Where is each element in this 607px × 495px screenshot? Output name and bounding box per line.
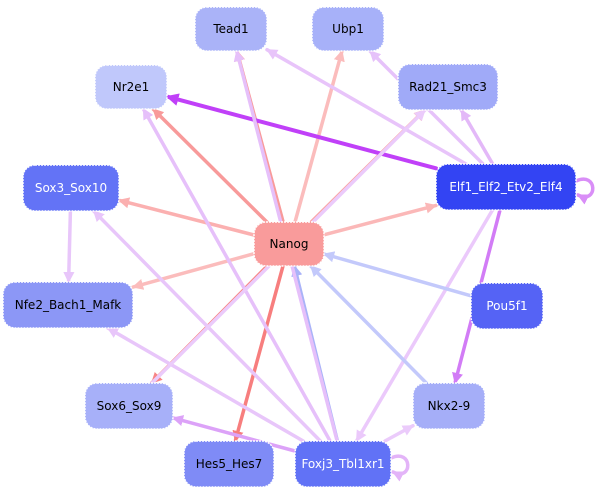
node-nfe2-bach1-mafk[interactable]: Nfe2_Bach1_Mafk <box>2 281 134 329</box>
edge-elf1-elf2-etv2-elf4-to-rad21-smc3[interactable] <box>459 108 495 166</box>
node-hes5-hes7[interactable]: Hes5_Hes7 <box>183 440 275 488</box>
edge-sox3-sox10-to-nfe2-bach1-mafk[interactable] <box>63 209 75 284</box>
edge-nanog-to-sox3-sox10[interactable] <box>117 197 256 237</box>
edge-elf1-elf2-etv2-elf4-to-tead1[interactable] <box>265 47 468 166</box>
edge-nkx2-9-to-nanog[interactable] <box>308 264 429 385</box>
edge-foxj3-tbl1xr1-to-nkx2-9[interactable] <box>383 423 415 443</box>
edge-nanog-to-elf1-elf2-etv2-elf4[interactable] <box>322 202 438 237</box>
node-box[interactable] <box>311 6 385 52</box>
node-box[interactable] <box>253 221 325 267</box>
edge-foxj3-tbl1xr1-to-sox6-sox9[interactable] <box>171 415 297 453</box>
edge-elf1-elf2-etv2-elf4-to-nr2e1[interactable] <box>165 93 438 171</box>
node-box[interactable] <box>2 281 134 329</box>
node-elf1-elf2-etv2-elf4[interactable]: Elf1_Elf2_Etv2_Elf4 <box>435 163 577 211</box>
node-box[interactable] <box>412 382 486 430</box>
node-rad21-smc3[interactable]: Rad21_Smc3 <box>397 63 499 111</box>
node-nkx2-9[interactable]: Nkx2-9 <box>412 382 486 430</box>
node-box[interactable] <box>22 164 120 212</box>
node-box[interactable] <box>294 440 392 488</box>
node-box[interactable] <box>470 282 544 330</box>
edge-elf1-elf2-etv2-elf4-to-elf1-elf2-etv2-elf4[interactable] <box>574 177 595 205</box>
node-foxj3-tbl1xr1[interactable]: Foxj3_Tbl1xr1 <box>294 440 392 488</box>
node-sox3-sox10[interactable]: Sox3_Sox10 <box>22 164 120 212</box>
node-ubp1[interactable]: Ubp1 <box>311 6 385 52</box>
edge-nanog-to-nfe2-bach1-mafk[interactable] <box>131 251 256 290</box>
edge-elf1-elf2-etv2-elf4-to-foxj3-tbl1xr1[interactable] <box>354 208 495 443</box>
node-box[interactable] <box>84 382 174 430</box>
node-nanog[interactable]: Nanog <box>253 221 325 267</box>
edge-pou5f1-to-nanog[interactable] <box>322 251 473 298</box>
node-nr2e1[interactable]: Nr2e1 <box>94 64 168 110</box>
edge-nanog-to-hes5-hes7[interactable] <box>232 264 285 443</box>
node-box[interactable] <box>183 440 275 488</box>
node-box[interactable] <box>435 163 577 211</box>
node-pou5f1[interactable]: Pou5f1 <box>470 282 544 330</box>
edge-foxj3-tbl1xr1-to-nr2e1[interactable] <box>141 107 332 443</box>
edge-foxj3-tbl1xr1-to-foxj3-tbl1xr1[interactable] <box>389 454 410 482</box>
edge-nanog-to-nr2e1[interactable] <box>151 107 269 224</box>
node-box[interactable] <box>94 64 168 110</box>
node-box[interactable] <box>397 63 499 111</box>
edge-foxj3-tbl1xr1-to-nfe2-bach1-mafk[interactable] <box>106 326 305 443</box>
node-sox6-sox9[interactable]: Sox6_Sox9 <box>84 382 174 430</box>
node-box[interactable] <box>194 6 268 52</box>
node-tead1[interactable]: Tead1 <box>194 6 268 52</box>
